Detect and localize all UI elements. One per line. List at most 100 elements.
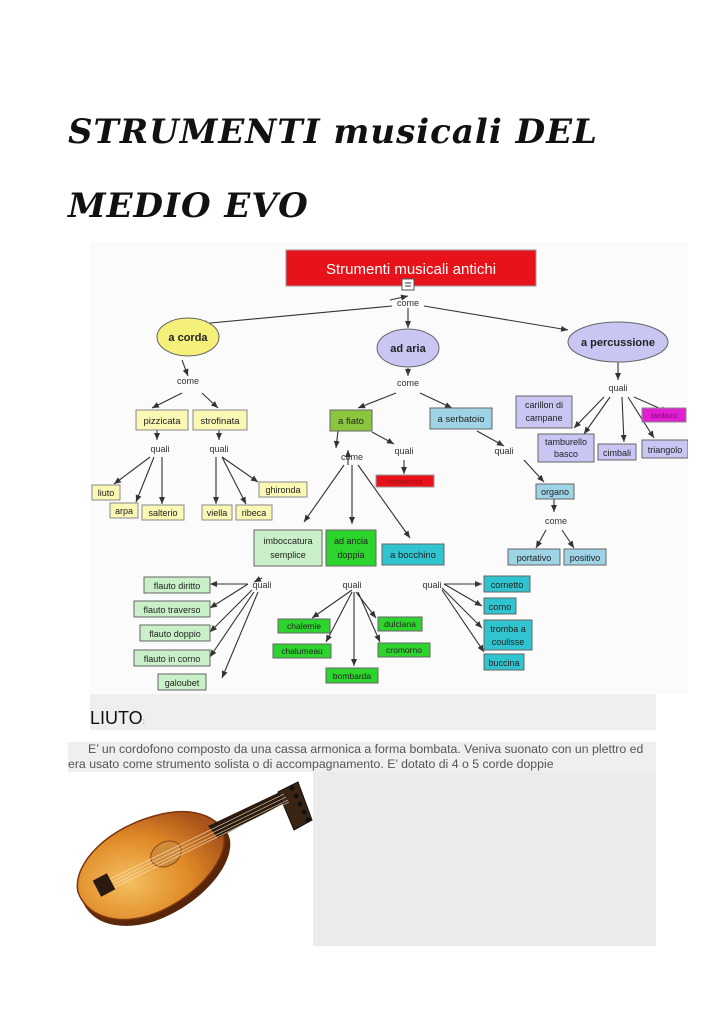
label-a-fiato: a fiato <box>338 416 364 427</box>
label-dulciana: dulciana <box>384 619 416 629</box>
label-tamburello-1: tamburello <box>545 437 587 447</box>
lute-pegs <box>289 785 311 823</box>
node-tamburello <box>537 433 595 463</box>
label-ghironda: ghironda <box>265 485 300 495</box>
lute-strings <box>103 793 290 892</box>
node-a-corda <box>156 317 220 357</box>
label-tromba-1: tromba a <box>490 624 526 634</box>
node-cromorno <box>377 642 431 658</box>
label-portativo: portativo <box>517 553 552 563</box>
label-carillon-1: carillon di <box>525 400 563 410</box>
label-a-serbatoio: a serbatoio <box>437 414 484 425</box>
label-tamburo: tamburo <box>651 413 677 420</box>
node-strofinata <box>192 409 248 431</box>
section-heading-suffix: : <box>142 717 145 726</box>
node-triangolo <box>641 439 688 459</box>
node-pizzicata <box>135 409 189 431</box>
label-ad-aria: ad aria <box>390 343 426 355</box>
node-dulciana <box>377 616 423 632</box>
node-flauto-doppio <box>139 624 211 642</box>
node-flauto-in-corno <box>133 649 211 667</box>
lute-pegbox <box>277 781 313 831</box>
link-serbatoio: quali <box>494 446 513 456</box>
node-ad-aria <box>376 328 440 368</box>
link-organo: come <box>545 516 567 526</box>
label-organo: organo <box>541 487 569 497</box>
link-imboccatura: quali <box>252 580 271 590</box>
node-ad-ancia-doppia <box>325 529 377 567</box>
node-corno <box>483 597 517 615</box>
node-ribeca <box>235 504 273 521</box>
label-pizzicata: pizzicata <box>144 416 182 427</box>
node-galoubet <box>157 673 207 691</box>
node-tromba-a-coulisse <box>483 619 533 651</box>
label-flauto-in-corno: flauto in corno <box>144 654 201 664</box>
label-a-corda: a corda <box>168 332 208 344</box>
node-cornamusa <box>375 474 435 488</box>
label-flauto-traverso: flauto traverso <box>143 605 200 615</box>
label-positivo: positivo <box>570 553 601 563</box>
label-imboccatura-2: semplice <box>270 550 306 560</box>
label-flauto-doppio: flauto doppio <box>149 629 201 639</box>
node-cornetto <box>483 575 531 593</box>
link-corda: come <box>177 376 199 386</box>
node-a-serbatoio <box>429 407 493 430</box>
label-flauto-diritto: flauto diritto <box>154 581 201 591</box>
link-root: come <box>397 298 419 308</box>
label-cornetto: cornetto <box>491 580 524 590</box>
node-viella <box>201 504 233 521</box>
connectors <box>113 294 669 679</box>
node-salterio <box>141 504 185 521</box>
page-title-line-2: MEDIO EVO <box>68 186 309 226</box>
node-a-percussione <box>567 321 669 363</box>
link-aria: come <box>397 378 419 388</box>
label-cornamusa: cornamusa <box>388 479 423 486</box>
node-flauto-diritto <box>143 576 211 594</box>
section-heading-text: LIUTO <box>90 708 143 728</box>
label-viella: viella <box>207 508 228 518</box>
link-pizzicata: quali <box>150 444 169 454</box>
node-tamburo <box>641 407 687 423</box>
label-a-bocchino: a bocchino <box>390 550 436 561</box>
link-ancia: quali <box>342 580 361 590</box>
resource-icon <box>401 278 415 291</box>
label-salterio: salterio <box>148 508 177 518</box>
label-chalumeau: chalumeau <box>281 646 323 656</box>
label-ancia-2: doppia <box>337 550 364 560</box>
node-a-fiato <box>329 409 373 432</box>
node-carillon <box>515 395 573 429</box>
label-ancia-1: ad ancia <box>334 536 368 546</box>
label-arpa: arpa <box>115 506 133 516</box>
label-strofinata: strofinata <box>200 416 240 427</box>
node-bombarda <box>325 667 379 684</box>
section-heading: LIUTO: <box>90 708 145 729</box>
link-percussione: quali <box>608 383 627 393</box>
link-fiato-quali: quali <box>394 446 413 456</box>
link-strofinata: quali <box>209 444 228 454</box>
resource-icon-mark <box>405 282 411 287</box>
label-tamburello-2: basco <box>554 449 578 459</box>
liuto-description: E’ un cordofono composto da una cassa ar… <box>68 742 644 771</box>
node-organo <box>535 483 575 500</box>
node-arpa <box>109 502 139 519</box>
node-portativo <box>507 548 561 566</box>
lute-bridge <box>92 873 116 897</box>
label-bombarda: bombarda <box>333 671 372 681</box>
label-buccina: buccina <box>488 658 519 668</box>
label-imboccatura-1: imboccatura <box>263 536 312 546</box>
label-ribeca: ribeca <box>242 508 267 518</box>
label-a-percussione: a percussione <box>581 337 655 349</box>
node-liuto <box>91 484 121 501</box>
node-flauto-traverso <box>133 600 211 618</box>
lute-body <box>76 810 225 921</box>
label-corno: corno <box>489 602 512 612</box>
link-fiato-come: come <box>341 452 363 462</box>
page-title-line-1: STRUMENTI musicali DEL <box>68 112 598 152</box>
paragraph-band <box>68 742 656 772</box>
lute-neck <box>208 790 290 838</box>
node-a-bocchino <box>381 543 445 566</box>
label-chalemie: chalemie <box>287 621 321 631</box>
label-galoubet: galoubet <box>165 678 200 688</box>
node-chalumeau <box>272 643 332 659</box>
label-liuto: liuto <box>98 488 115 498</box>
